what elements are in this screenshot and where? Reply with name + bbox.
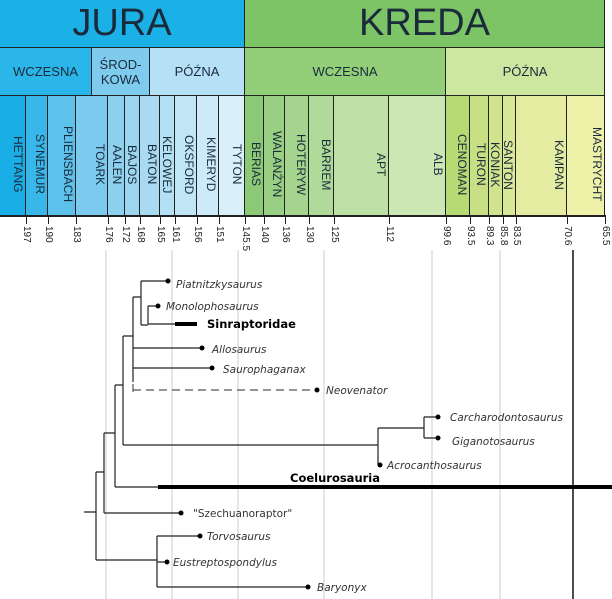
age-label: 190 [43,226,54,243]
tree-branches [84,280,438,588]
age-tick [309,216,310,224]
gridlines [105,250,501,599]
age-tick [389,216,390,224]
age-label: 125 [329,226,340,243]
age-tick [516,216,517,224]
age-label: 168 [135,226,146,243]
stage-mastrycht: MASTRYCHT [567,96,605,216]
age-label: 172 [120,226,131,243]
age-label: 183 [71,226,82,243]
time-axis [0,215,606,217]
stage-bajos: BAJOS [125,96,140,216]
period-kreda: KREDA [245,0,605,48]
stage-alb: ALB [389,96,446,216]
stage-baton: BATON [140,96,160,216]
stage-berias: BERIAS [245,96,264,216]
age-tick [160,216,161,224]
age-tick [48,216,49,224]
stage-synemur: SYNEMUR [26,96,48,216]
epoch-cell: ŚROD- KOWA [92,48,150,96]
stage-cenoman: CENOMAN [446,96,470,216]
age-label: 145.5 [240,226,251,252]
age-tick [76,216,77,224]
age-label: 112 [384,226,395,242]
age-tick [219,216,220,224]
stage-koniak: KONIAK [488,96,503,216]
age-label: 151 [214,226,225,243]
age-tick [175,216,176,224]
age-label: 165 [155,226,166,243]
age-tick [567,216,568,224]
stage-apt: APT [334,96,389,216]
taxon-piatnitzkysaurus: Piatnitzkysaurus [176,279,263,291]
taxon-eustreptospondylus: Eustreptospondylus [173,557,278,569]
age-label: 156 [192,226,203,243]
stage-oksford: OKSFORD [175,96,197,216]
epoch-cell: PÓŹNA [446,48,605,96]
age-tick [605,216,606,224]
epoch-cell: PÓŹNA [150,48,245,96]
age-tick [264,216,265,224]
stage-turon: TURON [470,96,489,216]
taxon-dots [155,278,441,590]
age-label: 85.8 [498,226,509,246]
age-tick [245,216,246,224]
age-tick [489,216,490,224]
age-label: 136 [280,226,291,243]
stage-walanżyn: WALANŻYN [264,96,285,216]
taxon-sinraptoridae: Sinraptoridae [207,317,296,331]
stage-hoteryw: HOTERYW [285,96,309,216]
age-label: 99.6 [441,226,452,246]
neovenator-dashed-branch [132,384,317,393]
age-tick [140,216,141,224]
age-label: 161 [170,226,181,243]
stage-tyton: TYTON [219,96,245,216]
epoch-cell: WCZESNA [0,48,92,96]
period-jura: JURA [0,0,245,48]
age-tick [125,216,126,224]
taxon-monolophosaurus: Monolophosaurus [166,301,259,313]
age-tick [503,216,504,224]
stage-barrem: BARREM [309,96,334,216]
taxon-baryonyx: Baryonyx [317,582,367,594]
age-tick [26,216,27,224]
stage-kampan: KAMPAN [516,96,567,216]
taxon-szechuanoraptor: "Szechuanoraptor" [193,508,292,520]
age-label: 197 [21,226,32,243]
taxon-coelurosauria: Coelurosauria [290,471,380,485]
age-label: 176 [103,226,114,243]
stage-kimeryd: KIMERYD [197,96,219,216]
age-label: 89.3 [484,226,495,246]
age-tick [470,216,471,224]
epoch-cell: WCZESNA [245,48,446,96]
taxon-torvosaurus: Torvosaurus [207,531,271,543]
stage-santon: SANTON [501,96,516,216]
stage-aalen: AALEN [108,96,125,216]
age-tick [285,216,286,224]
age-label: 140 [259,226,270,243]
stage-pliensbach: PLIENSBACH [48,96,76,216]
age-label: 83.5 [511,226,522,246]
age-label: 93.5 [465,226,476,246]
taxon-carcharodontosaurus: Carcharodontosaurus [450,412,564,424]
age-tick [334,216,335,224]
taxon-giganotosaurus: Giganotosaurus [452,436,535,448]
age-tick [197,216,198,224]
age-tick [446,216,447,224]
taxon-saurophaganax: Saurophaganax [223,364,306,376]
age-label: 70.6 [562,226,573,246]
stage-hettang: HETTANG [0,96,26,216]
stage-kelowej: KELOWEJ [160,96,175,216]
taxon-acrocanthosaurus: Acrocanthosaurus [386,460,482,472]
age-label: 65.5 [600,226,611,246]
age-label: 130 [304,226,315,243]
taxon-neovenator: Neovenator [326,385,388,397]
taxon-allosaurus: Allosaurus [211,344,267,356]
age-tick [108,216,109,224]
stage-toark: TOARK [76,96,108,216]
